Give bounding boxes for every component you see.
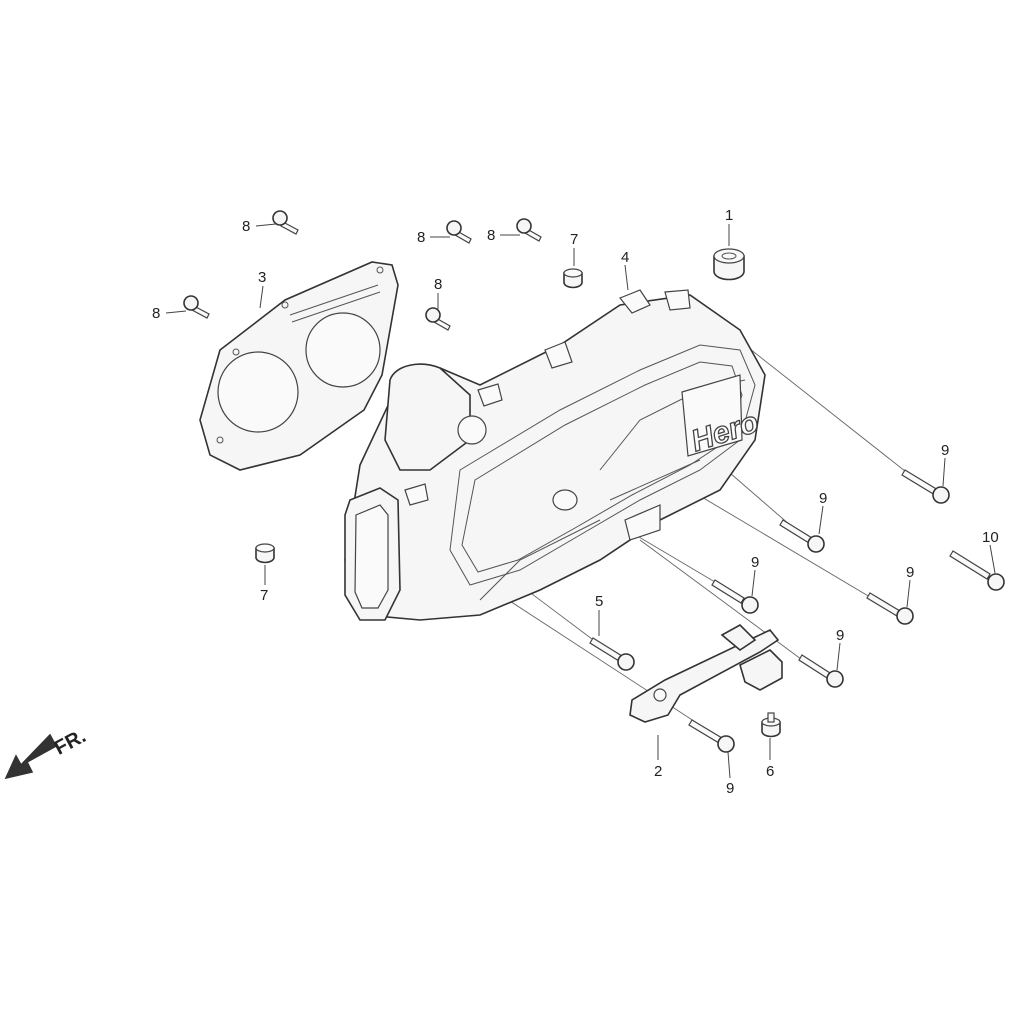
callout-3: 3 [258,269,266,286]
callout-4: 4 [621,249,629,266]
bolt-9-far-right [866,592,914,625]
callout-9-right-mid: 9 [819,490,827,507]
bracket-stay [629,624,783,723]
nut-part [761,712,781,738]
callout-leaders [165,223,996,779]
callout-6: 6 [766,763,774,780]
callout-1: 1 [725,207,733,224]
bolt-9-right-top [901,469,950,504]
bolt-5 [589,637,635,671]
callout-8-top-left: 8 [242,218,250,235]
callout-8-left: 8 [152,305,160,322]
bolt-9-center [711,579,759,614]
gasket-plate [199,261,399,471]
dowel-pin-upper [563,268,583,289]
screw-8-middle [425,307,451,331]
callout-10: 10 [982,529,999,546]
collar-part [713,248,745,281]
bolt-9-bottom [688,719,735,753]
callout-9-far-right: 9 [906,564,914,581]
callout-9-lower-right: 9 [836,627,844,644]
callout-9-center: 9 [751,554,759,571]
callout-7-upper: 7 [570,231,578,248]
screw-8-top-right [516,218,542,242]
bolt-9-right-mid [779,519,825,553]
callout-8-top-right: 8 [487,227,495,244]
front-direction-label: FR. [51,725,90,760]
screw-8-top-center [446,220,472,244]
dowel-pin-lower [255,543,275,564]
bolt-10 [949,550,1005,591]
callout-7-lower: 7 [260,587,268,604]
screw-8-left [183,295,210,319]
callout-8-middle: 8 [434,276,442,293]
screw-8-top-left [272,210,299,235]
callout-numbers: 1 7 4 3 8 8 8 8 8 7 9 9 9 9 9 5 10 2 6 9 [152,207,999,797]
callout-8-top-center: 8 [417,229,425,246]
callout-9-bottom: 9 [726,780,734,797]
callout-5: 5 [595,593,603,610]
callout-9-right-top: 9 [941,442,949,459]
callout-2: 2 [654,763,662,780]
bolt-9-lower-right [798,654,844,688]
crankcase-cover: Hero [344,289,766,621]
front-direction-arrow: FR. [4,725,90,780]
